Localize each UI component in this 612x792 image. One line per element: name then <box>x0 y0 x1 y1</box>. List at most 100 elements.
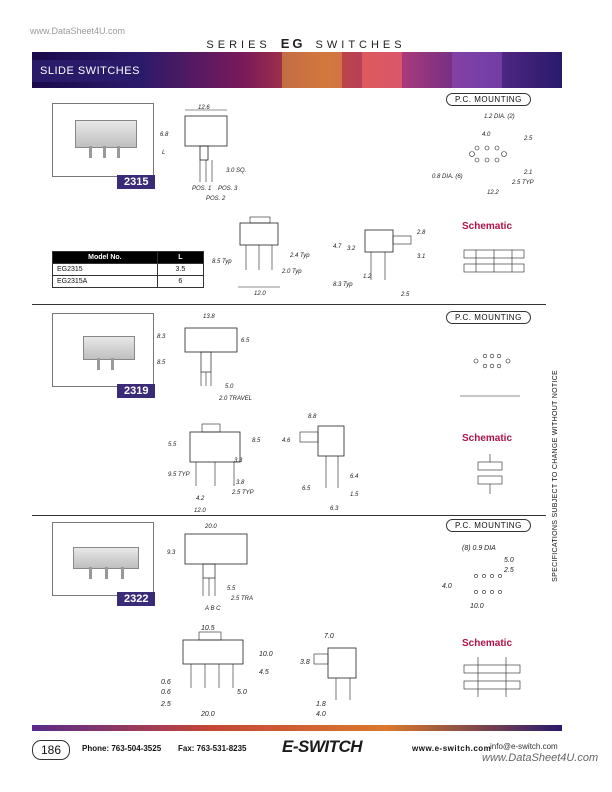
schematic-2319 <box>477 454 503 494</box>
dim-2319-d6: 2.0 TRAVEL <box>218 396 252 402</box>
dim-2322-e1: 10.5 <box>201 625 215 632</box>
info-email-link[interactable]: info@e-switch.com <box>490 742 558 751</box>
dim-2319-c6: 1.5 <box>350 492 359 498</box>
dim-2322-f3: 1.8 <box>316 701 326 708</box>
schematic-2322 <box>463 657 521 697</box>
dim-2319-b6: 2.5 TYP <box>231 490 254 496</box>
pos3-label: POS. 3 <box>218 186 238 192</box>
pos1-label: POS. 1 <box>192 186 211 192</box>
e-switch-logo: E-SWITCH <box>282 737 363 756</box>
drawing-2315-front: 12.6 6.8 L 3.0 SQ. POS. 1 POS. 3 POS. 2 <box>160 105 246 202</box>
pc-mounting-2322: (8) 0.9 DIA 5.0 2.5 4.0 10.0 <box>442 545 514 610</box>
dim-2322-e8: 20.0 <box>200 711 215 718</box>
dim-2322-e2: 10.0 <box>259 651 273 658</box>
dim-2319-d5: 5.0 <box>225 384 234 390</box>
dim-p6: 2.5 TYP <box>511 180 534 186</box>
dim-2319-c1: 8.8 <box>308 414 317 420</box>
title-post: SWITCHES <box>315 39 406 51</box>
l-header: L <box>156 251 205 264</box>
l-cell: 3.5 <box>156 263 205 276</box>
side-note: SPECIFICATIONS SUBJECT TO CHANGE WITHOUT… <box>552 370 559 582</box>
dim-2319-d4: 8.5 <box>157 360 166 366</box>
dim-2322-e4: 0.6 <box>161 679 171 686</box>
drawing-2322-front: 20.0 9.3 5.5 2.5 TRA A B C <box>167 524 253 612</box>
section-divider <box>32 304 546 305</box>
dim-2319-c4: 6.5 <box>302 486 311 492</box>
dim-a8: 3.1 <box>417 254 425 260</box>
dim-a3: 2.4 Typ <box>289 253 310 259</box>
dim-a7: 2.8 <box>416 230 426 236</box>
drawing-2319-front: 13.8 8.3 6.5 8.5 5.0 2.0 TRAVEL <box>157 314 252 402</box>
watermark-top: www.DataSheet4U.com <box>30 26 126 36</box>
dim-2315-height: 6.8 <box>160 132 169 138</box>
dim-a1: 8.5 Typ <box>212 259 232 265</box>
drawing-2322-side: 10.5 10.0 4.5 0.6 0.6 5.0 2.5 20.0 <box>160 625 273 718</box>
dim-a4: 12.0 <box>254 291 266 297</box>
product-photo-2322 <box>52 522 154 596</box>
dim-a11: 2.5 <box>400 292 410 298</box>
dim-2319-b5: 3.8 <box>236 480 245 486</box>
dim-2319-c3: 6.4 <box>350 474 359 480</box>
fax-number: Fax: 763-531-8235 <box>178 744 247 753</box>
pc-mounting-label-2322: P.C. MOUNTING <box>446 519 531 532</box>
dim-p7: 12.2 <box>487 190 499 196</box>
dim-2322-f4: 4.0 <box>316 711 326 718</box>
dim-2315-sq: 3.0 SQ. <box>226 168 246 174</box>
dim-2322-e5: 0.6 <box>161 689 171 696</box>
dim-a2: 2.0 Typ <box>281 269 302 275</box>
dim-2322-d3: 5.5 <box>227 586 236 592</box>
dim-2322-f1: 7.0 <box>324 633 334 640</box>
dim-2319-b3: 3.3 <box>234 458 243 464</box>
phone-number: Phone: 763-504-3525 <box>82 744 162 753</box>
model-header: Model No. <box>52 251 158 264</box>
product-photo-2315 <box>52 103 154 177</box>
dim-2322-f2: 3.8 <box>300 659 310 666</box>
dim-a6: 3.2 <box>347 246 356 252</box>
dim-2319-b7: 4.2 <box>196 496 205 502</box>
dim-2322-d2: 9.3 <box>167 550 176 556</box>
dim-2322-e6: 5.0 <box>237 689 247 696</box>
pc-mounting-label-2319: P.C. MOUNTING <box>446 311 531 324</box>
dim-p5: 2.1 <box>523 170 532 176</box>
drawing-2315-end: 4.7 3.2 2.8 3.1 1.2 8.3 Typ 2.5 <box>333 229 426 298</box>
l-cell: 6 <box>156 275 205 288</box>
footer-bar <box>32 725 562 731</box>
dim-2322-p4: 4.0 <box>442 583 452 590</box>
drawing-2322-end: 7.0 3.8 1.8 4.0 <box>300 633 357 718</box>
banner-label: SLIDE SWITCHES <box>32 60 146 82</box>
website-link[interactable]: www.e-switch.com <box>412 744 492 753</box>
dim-2319-b1: 5.5 <box>168 442 177 448</box>
table-row: EG2315 3.5 <box>52 263 205 276</box>
dim-2319-c5: 6.3 <box>330 506 339 512</box>
dim-2322-p3: 2.5 <box>503 567 514 574</box>
title-pre: SERIES <box>206 39 271 51</box>
pc-mounting-label-2315: P.C. MOUNTING <box>446 93 531 106</box>
dim-2319-d1: 13.8 <box>203 314 215 320</box>
schematic-label-2322: Schematic <box>462 638 513 649</box>
dim-2315-L: L <box>162 150 165 156</box>
part-label-2315: 2315 <box>117 175 156 189</box>
dim-p1: 1.2 DIA. (2) <box>484 114 515 120</box>
pc-mounting-2315: 1.2 DIA. (2) 4.0 2.5 0.8 DIA. (6) 2.1 2.… <box>432 114 534 196</box>
dim-2315-width: 12.6 <box>198 105 210 111</box>
model-table-header: Model No. L <box>52 251 205 264</box>
pc-mounting-2319 <box>460 353 520 397</box>
schematic-label-2319: Schematic <box>462 433 513 444</box>
drawing-2319-side: 5.5 8.5 3.3 9.5 TYP 3.8 2.5 TYP 4.2 12.0 <box>168 423 261 514</box>
dim-2322-d1: 20.0 <box>204 524 217 530</box>
dim-2322-d4: 2.5 TRA <box>230 596 253 602</box>
drawing-2315-side: 8.5 Typ 2.0 Typ 2.4 Typ 12.0 <box>212 216 310 297</box>
product-photo-2319 <box>52 313 154 387</box>
dim-2319-b4: 9.5 TYP <box>168 472 190 478</box>
dim-2319-b2: 8.5 <box>252 438 261 444</box>
dim-2322-abc: A B C <box>204 606 221 612</box>
dim-2319-c2: 4.6 <box>282 438 291 444</box>
dim-2322-e7: 2.5 <box>160 701 171 708</box>
dim-2322-p2: 5.0 <box>504 557 514 564</box>
dim-a5: 4.7 <box>333 244 342 250</box>
dim-2322-p5: 10.0 <box>470 603 484 610</box>
watermark-bottom: www.DataSheet4U.com <box>482 752 599 764</box>
model-cell: EG2315A <box>52 275 158 288</box>
page-number: 186 <box>32 740 70 760</box>
dim-a9: 1.2 <box>363 274 372 280</box>
